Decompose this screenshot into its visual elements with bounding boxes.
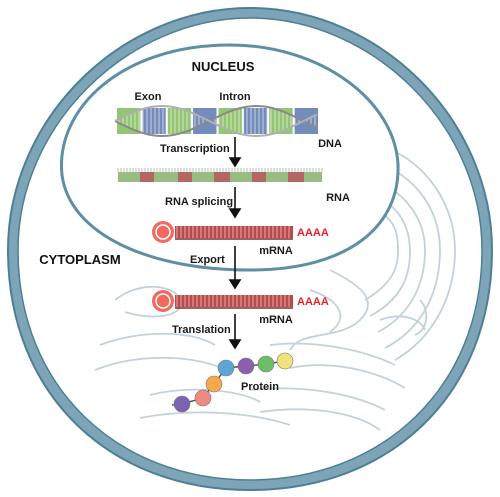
five-prime-cap bbox=[152, 221, 174, 243]
rna-intron-block bbox=[266, 172, 288, 182]
dna-helix bbox=[114, 105, 318, 137]
mrna-label-1: mRNA bbox=[259, 245, 293, 257]
export-label: Export bbox=[190, 254, 225, 266]
mrna-in-nucleus bbox=[152, 221, 293, 243]
polya-tail-label-1: AAAA bbox=[297, 227, 329, 239]
rna-intron-block bbox=[230, 172, 252, 182]
exon-label: Exon bbox=[135, 91, 162, 103]
amino-acid-bead bbox=[217, 359, 235, 377]
amino-acid-bead bbox=[205, 375, 223, 393]
amino-acid-bead bbox=[276, 352, 294, 370]
protein-label: Protein bbox=[241, 381, 279, 393]
dna-backbone-strand-1 bbox=[114, 105, 318, 137]
dna-exon-segment bbox=[142, 108, 166, 134]
nucleus-label: NUCLEUS bbox=[192, 59, 255, 74]
dna-intron-segment bbox=[269, 108, 293, 134]
endoplasmic-reticulum bbox=[94, 139, 456, 431]
rna-exon-block bbox=[140, 172, 154, 182]
rna-exon-block bbox=[288, 172, 304, 182]
intron-label: Intron bbox=[219, 91, 250, 103]
pre-rna-strand bbox=[117, 168, 323, 182]
amino-acid-bead bbox=[237, 357, 255, 375]
polya-tail-label-2: AAAA bbox=[297, 296, 329, 308]
process-arrows bbox=[228, 137, 242, 350]
amino-acid-bead bbox=[257, 355, 275, 373]
rna-intron-block bbox=[154, 172, 178, 182]
dna-backbone-strand-2 bbox=[114, 105, 318, 137]
five-prime-cap-ring bbox=[155, 293, 171, 309]
rna-intron-block bbox=[192, 172, 214, 182]
dna-label: DNA bbox=[318, 138, 342, 150]
five-prime-cap bbox=[152, 290, 174, 312]
five-prime-cap-ring bbox=[155, 224, 171, 240]
translation-label: Translation bbox=[172, 324, 231, 336]
amino-acid-bead bbox=[194, 389, 212, 407]
rna-splicing-label: RNA splicing bbox=[165, 196, 233, 208]
rna-exon-block bbox=[214, 172, 230, 182]
mrna-label-2: mRNA bbox=[259, 314, 293, 326]
dna-exon-segment bbox=[294, 108, 318, 134]
dna-exon-segment bbox=[193, 108, 217, 134]
rna-exon-block bbox=[252, 172, 266, 182]
amino-acid-bead bbox=[173, 395, 191, 413]
protein-chain bbox=[171, 352, 294, 413]
mrna-in-cytoplasm bbox=[152, 290, 293, 312]
rna-intron-block bbox=[118, 172, 140, 182]
dna-exon-segment bbox=[243, 108, 268, 134]
rna-exon-block bbox=[178, 172, 192, 182]
rna-intron-block bbox=[304, 172, 322, 182]
transcription-label: Transcription bbox=[160, 143, 230, 155]
rna-label: RNA bbox=[326, 192, 350, 204]
cytoplasm-label: CYTOPLASM bbox=[39, 252, 120, 267]
